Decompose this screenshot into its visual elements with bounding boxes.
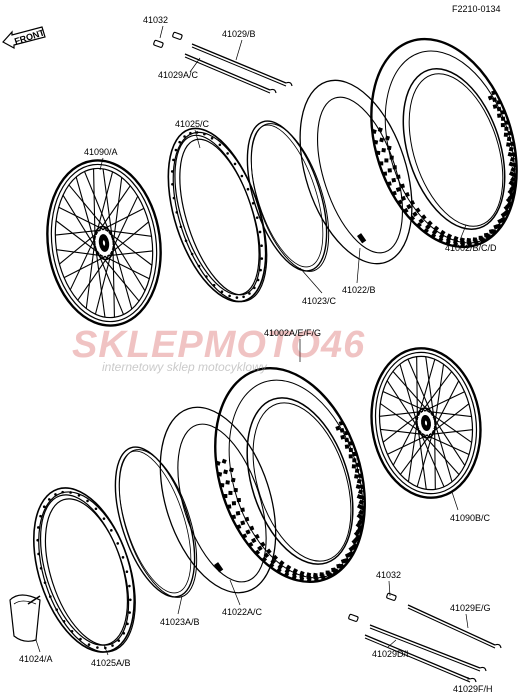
part-label-41090bc: 41090B/C xyxy=(450,513,491,523)
part-label-41090a: 41090/A xyxy=(84,147,118,157)
rear-wheel-41090bc xyxy=(370,347,482,499)
spoke-nipple-41032-b xyxy=(172,31,183,40)
part-label-41024a: 41024/A xyxy=(19,654,53,664)
leader-line xyxy=(103,644,109,656)
part-label-41023c: 41023/C xyxy=(302,296,337,306)
leader-line xyxy=(387,639,397,648)
part-label-41022b: 41022/B xyxy=(342,285,376,295)
part-label-41032-bottom: 41032 xyxy=(376,570,402,580)
front-arrow-icon: FRONT xyxy=(2,26,46,50)
leader-line xyxy=(35,639,41,653)
spoke-41029eg xyxy=(407,604,502,649)
part-label-41032-top: 41032 xyxy=(143,15,169,25)
tube-valve xyxy=(213,562,224,573)
tire-41002bcd xyxy=(370,37,518,249)
part-label-41029di: 41029D/I xyxy=(372,649,409,659)
rim-41025ab xyxy=(32,487,136,653)
watermark-tagline: internetowy sklep motocyklowy xyxy=(102,360,267,374)
figure-code: F2210-0134 xyxy=(452,4,501,14)
leader-line xyxy=(189,57,201,73)
leader-line xyxy=(177,595,183,615)
leader-line xyxy=(388,580,391,597)
leader-line xyxy=(99,157,104,171)
part-label-41002aefg: 41002A/E/F/G xyxy=(264,328,322,338)
leader-line xyxy=(459,224,467,241)
part-label-41025c: 41025/C xyxy=(175,119,210,129)
spoke-41029b xyxy=(191,43,293,87)
part-label-41022ac: 41022A/C xyxy=(222,607,263,617)
front-wheel-41090a xyxy=(46,159,162,327)
leader-line xyxy=(229,579,241,606)
part-label-41023ab: 41023A/B xyxy=(160,617,200,627)
spoke-41029ac xyxy=(184,53,277,94)
rim-band-41023c xyxy=(246,120,330,272)
tube-valve xyxy=(357,233,367,244)
spoke-nipple-41032 xyxy=(153,39,164,48)
spoke-nipple-41032-c xyxy=(348,613,359,622)
part-label-41029eg: 41029E/G xyxy=(450,603,491,613)
leader-line xyxy=(299,267,323,294)
rim-tape-41024a xyxy=(9,594,41,642)
inner-tube-41022ac xyxy=(159,406,277,594)
spoke-41029fh xyxy=(364,634,477,683)
spoke-nipple-41032-d xyxy=(386,592,397,601)
leader-line xyxy=(235,39,243,61)
tire-41002aefg xyxy=(214,366,366,584)
leader-line xyxy=(451,491,459,511)
part-label-41002bcd: 41002/B/C/D xyxy=(445,243,497,253)
part-label-41025ab: 41025A/B xyxy=(91,658,131,668)
rim-41025c xyxy=(167,127,268,303)
rim-band-41023ab xyxy=(114,446,198,598)
part-label-41029fh: 41029F/H xyxy=(453,684,493,694)
watermark-brand: SKLEPMOTO46 xyxy=(72,324,366,366)
tread-knobs xyxy=(215,420,366,583)
part-label-41029ac: 41029A/C xyxy=(158,70,199,80)
leader-line xyxy=(356,247,361,284)
inner-tube-41022b xyxy=(299,79,413,265)
part-label-41029b: 41029/B xyxy=(222,29,256,39)
leader-line xyxy=(194,129,201,149)
leader-line xyxy=(465,613,469,629)
leader-line xyxy=(159,25,164,39)
spoke-41029di xyxy=(369,624,487,672)
hub xyxy=(93,225,115,261)
tread-knobs xyxy=(371,90,518,248)
